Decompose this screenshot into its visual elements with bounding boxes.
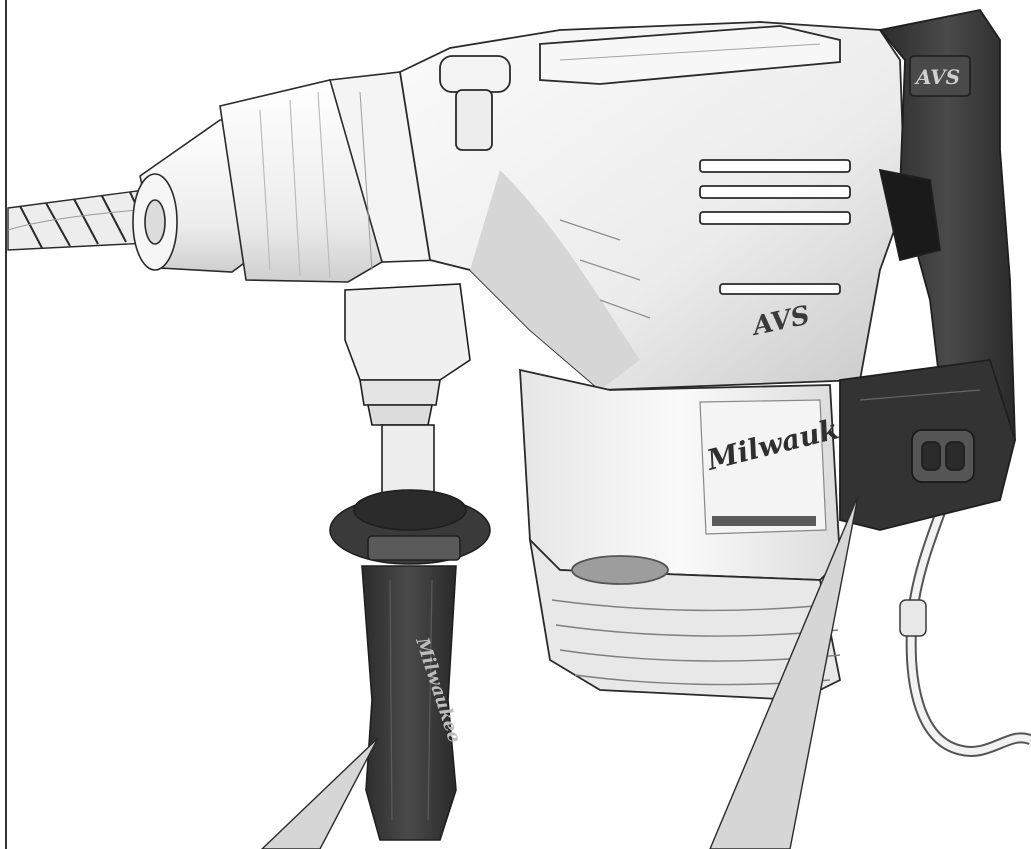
switch-housing-callout <box>709 495 859 849</box>
gear-housing: AVS <box>399 21 906 391</box>
power-cord <box>899 498 1031 757</box>
motor-housing: Milwaukee <box>519 368 877 701</box>
side-handle: Milwaukee <box>329 283 491 841</box>
chuck-assembly <box>132 71 441 283</box>
avs-logo-handle: AVS <box>914 65 960 89</box>
vent-slots <box>699 159 851 295</box>
side-handle-callout <box>260 737 379 849</box>
main-handle: AVS <box>839 8 1016 531</box>
